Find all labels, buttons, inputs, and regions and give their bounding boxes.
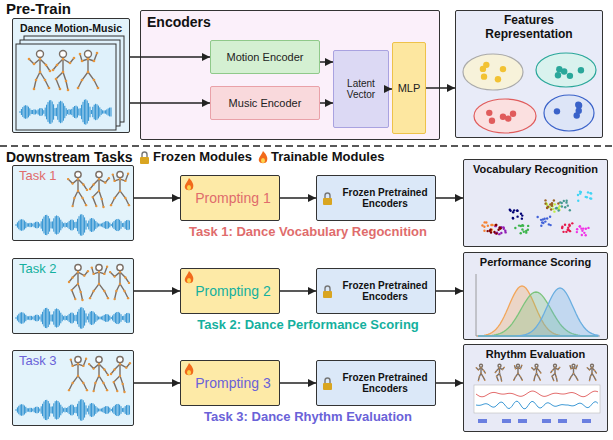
prompt-box: Prompting 2 [180,268,280,314]
box-label: Prompting 3 [195,375,270,391]
section-title: Pre-Train [6,0,71,17]
task-caption: Task 3: Dance Rhythm Evaluation [170,410,446,425]
lock-shackle [142,152,147,157]
task-caption: Task 1: Dance Vocabulary Regocnition [170,225,446,240]
flow-arrow [134,290,180,292]
task-panel: Task 3 [12,350,134,426]
box-heading: Task 2 [19,262,57,277]
features-panel: Features Representation [455,10,603,138]
mlp-box: MLP [392,42,426,134]
box-label: Prompting 1 [195,190,270,206]
flow-arrow [280,197,316,199]
encoder-box: Motion Encoder [210,40,320,74]
flow-arrow [280,382,316,384]
box-heading: Task 1 [19,169,57,184]
box-label: Music Encoder [229,97,302,110]
box-heading: Task 3 [19,354,57,369]
legend-text: Frozen Modules [153,150,252,165]
frozen-encoder-box: Frozen Pretrained Encoders [316,268,436,314]
prompt-box: Prompting 1 [180,175,280,221]
lock-body [140,157,149,164]
flow-arrow [134,382,180,384]
box-label: Prompting 2 [195,283,270,299]
frozen-encoder-box: Frozen Pretrained Encoders [316,175,436,221]
output-panel: Rhythm Evaluation [463,344,608,432]
flow-arrow [134,197,180,199]
task-panel: Task 1 [12,165,134,241]
task-caption: Task 2: Dance Performance Scoring [170,318,446,333]
box-heading: Features Representation [461,14,597,42]
encoder-group: EncodersMotion EncoderMusic Encoder Laten… [140,10,440,140]
box-label: Frozen Pretrained Encoders [339,280,431,303]
box-heading: Vocabulary Recognition [473,163,598,176]
flame-icon [259,151,268,163]
flow-arrow [436,290,463,292]
box-heading: Performance Scoring [480,256,591,269]
box-heading: Encoders [147,14,211,30]
box-label: Frozen Pretrained Encoders [339,372,431,395]
box-label: Latent Vector [334,78,388,101]
encoder-box: Music Encoder [210,86,320,120]
output-panel: Vocabulary Recognition [463,159,608,247]
flame-core [261,158,265,163]
prompt-box: Prompting 3 [180,360,280,406]
box-label: Motion Encoder [226,51,303,64]
flow-arrow [280,290,316,292]
box-label: MLP [398,82,421,95]
legend-text: Trainable Modules [271,150,384,165]
task-panel: Task 2 [12,258,134,334]
section-title: Downstream Tasks [6,149,133,165]
data-panel: Dance Motion-Music [12,18,130,133]
output-panel: Performance Scoring [463,252,608,340]
flow-arrow [436,382,463,384]
flow-arrow [436,197,463,199]
frozen-encoder-box: Frozen Pretrained Encoders [316,360,436,406]
box-heading: Dance Motion-Music [20,22,122,34]
box-label: Frozen Pretrained Encoders [339,187,431,210]
latent-box: Latent Vector [333,50,389,128]
section-divider [0,145,613,147]
box-heading: Rhythm Evaluation [486,348,586,361]
